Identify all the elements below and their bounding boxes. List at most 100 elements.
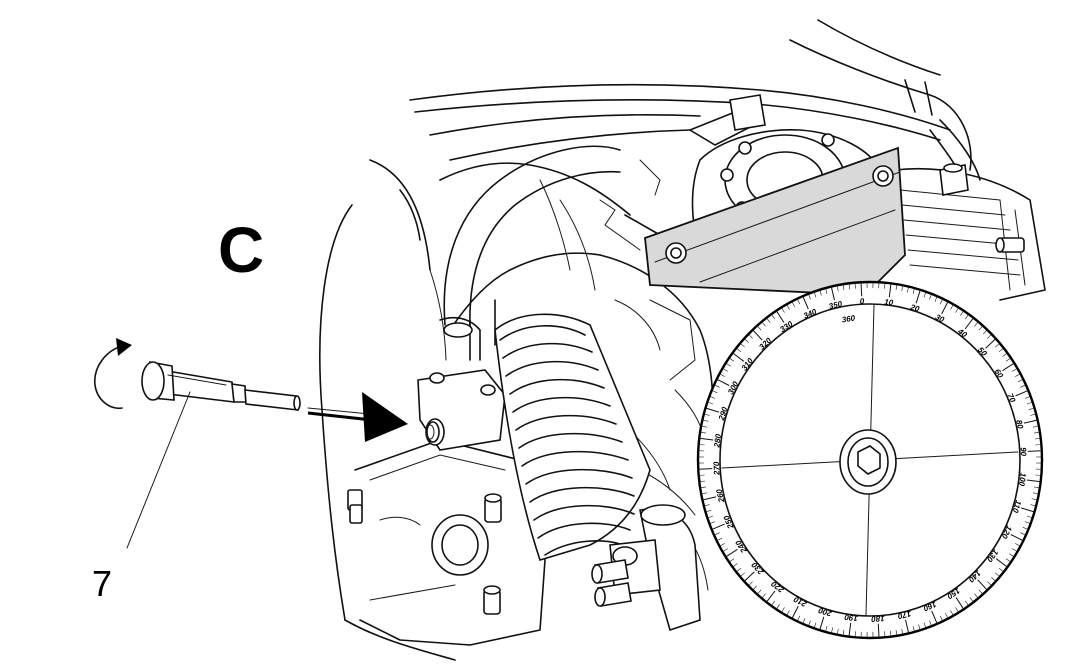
degree-tick <box>701 425 708 428</box>
degree-tick <box>831 627 833 634</box>
degree-tick <box>995 558 1008 568</box>
degree-tick <box>884 631 886 638</box>
degree-tick <box>766 317 771 323</box>
degree-tick <box>825 626 828 632</box>
degree-wheel-ticks <box>697 281 1043 639</box>
degree-tick <box>836 285 839 292</box>
degree-tick <box>786 610 790 616</box>
degree-tick <box>743 571 755 582</box>
degree-tick <box>991 577 997 582</box>
degree-tick <box>766 590 776 603</box>
degree-tick <box>791 605 799 619</box>
degree-tick <box>1028 407 1035 410</box>
degree-tick <box>1030 504 1037 507</box>
degree-tick <box>907 286 909 293</box>
degree-tick <box>725 362 731 367</box>
degree-tick <box>1024 395 1031 399</box>
degree-tick <box>1030 413 1037 416</box>
degree-tick <box>974 321 979 327</box>
insertion-arrow <box>307 392 408 442</box>
degree-tick <box>786 304 790 310</box>
degree-tick <box>797 615 801 622</box>
rotation-arrow <box>94 344 126 410</box>
degree-tick <box>1005 558 1012 563</box>
degree-tick <box>978 325 984 331</box>
degree-tick <box>743 338 749 343</box>
degree-tick <box>931 610 938 624</box>
degree-tick <box>995 572 1000 578</box>
degree-tick <box>969 597 974 603</box>
tool-knob-end <box>141 361 165 401</box>
degree-tick <box>929 620 932 627</box>
degree-tick <box>703 504 710 507</box>
degree-tick <box>955 607 959 613</box>
degree-tick <box>728 558 735 563</box>
degree-tick <box>995 342 1000 348</box>
degree-tick <box>1017 378 1024 383</box>
degree-tick <box>808 293 811 300</box>
degree-tick <box>716 378 730 386</box>
degree-tick <box>1026 515 1033 519</box>
degree-label: 0 <box>860 297 865 306</box>
degree-tick <box>1015 389 1029 397</box>
degree-tick <box>709 395 716 399</box>
degree-tick <box>950 610 954 616</box>
head-fins <box>894 163 1046 336</box>
degree-tick <box>889 630 892 637</box>
degree-tick <box>802 618 806 624</box>
degree-tick <box>939 298 943 305</box>
degree-label: 10 <box>884 297 894 307</box>
degree-tick <box>960 310 964 316</box>
degree-tick <box>705 510 712 513</box>
degree-tick <box>719 373 725 377</box>
degree-tick <box>713 384 720 388</box>
degree-tick <box>1020 507 1035 513</box>
degree-tick <box>836 628 839 635</box>
degree-tick <box>797 298 801 305</box>
degree-tick <box>808 620 811 627</box>
fender <box>319 159 456 661</box>
degree-tick <box>781 607 785 613</box>
degree-tick <box>813 291 817 298</box>
degree-tick <box>842 284 845 291</box>
degree-tick <box>700 486 707 489</box>
degree-tick <box>771 600 776 606</box>
degree-tick <box>1033 431 1040 434</box>
degree-tick <box>912 288 915 294</box>
degree-tick <box>945 613 949 619</box>
degree-label: 90 <box>1019 447 1028 457</box>
plug-port-flange <box>417 369 506 451</box>
degree-tick <box>848 283 851 290</box>
degree-tick <box>707 515 714 519</box>
lower-casing <box>347 439 546 646</box>
panel-letter: C <box>218 214 264 286</box>
degree-tick <box>1034 438 1041 440</box>
degree-tick <box>819 616 825 631</box>
degree-tick <box>1010 534 1024 542</box>
degree-tick <box>702 496 717 501</box>
degree-label: 290 <box>717 405 730 422</box>
hub-bolt-head <box>857 445 881 475</box>
degree-tick <box>1020 532 1027 536</box>
degree-tick <box>1012 548 1018 552</box>
degree-tick <box>1035 474 1042 476</box>
degree-tick <box>1005 357 1012 362</box>
degree-tick <box>950 304 954 310</box>
degree-tick <box>1015 373 1021 377</box>
degree-tick <box>985 338 997 349</box>
degree-tick <box>1022 526 1029 530</box>
degree-label: 350 <box>828 299 844 311</box>
degree-label: 260 <box>714 488 726 505</box>
degree-tick <box>1012 368 1018 372</box>
degree-tick <box>752 329 763 341</box>
degree-tick <box>923 291 927 298</box>
degree-label: 110 <box>1010 499 1022 514</box>
degree-tick <box>974 593 979 599</box>
degree-tick <box>725 548 738 558</box>
degree-tick <box>711 523 725 531</box>
degree-tick <box>884 282 886 289</box>
degree-tick <box>781 307 785 313</box>
degree-tick <box>998 347 1004 353</box>
degree-tick <box>978 589 984 595</box>
degree-label: 280 <box>712 433 723 449</box>
